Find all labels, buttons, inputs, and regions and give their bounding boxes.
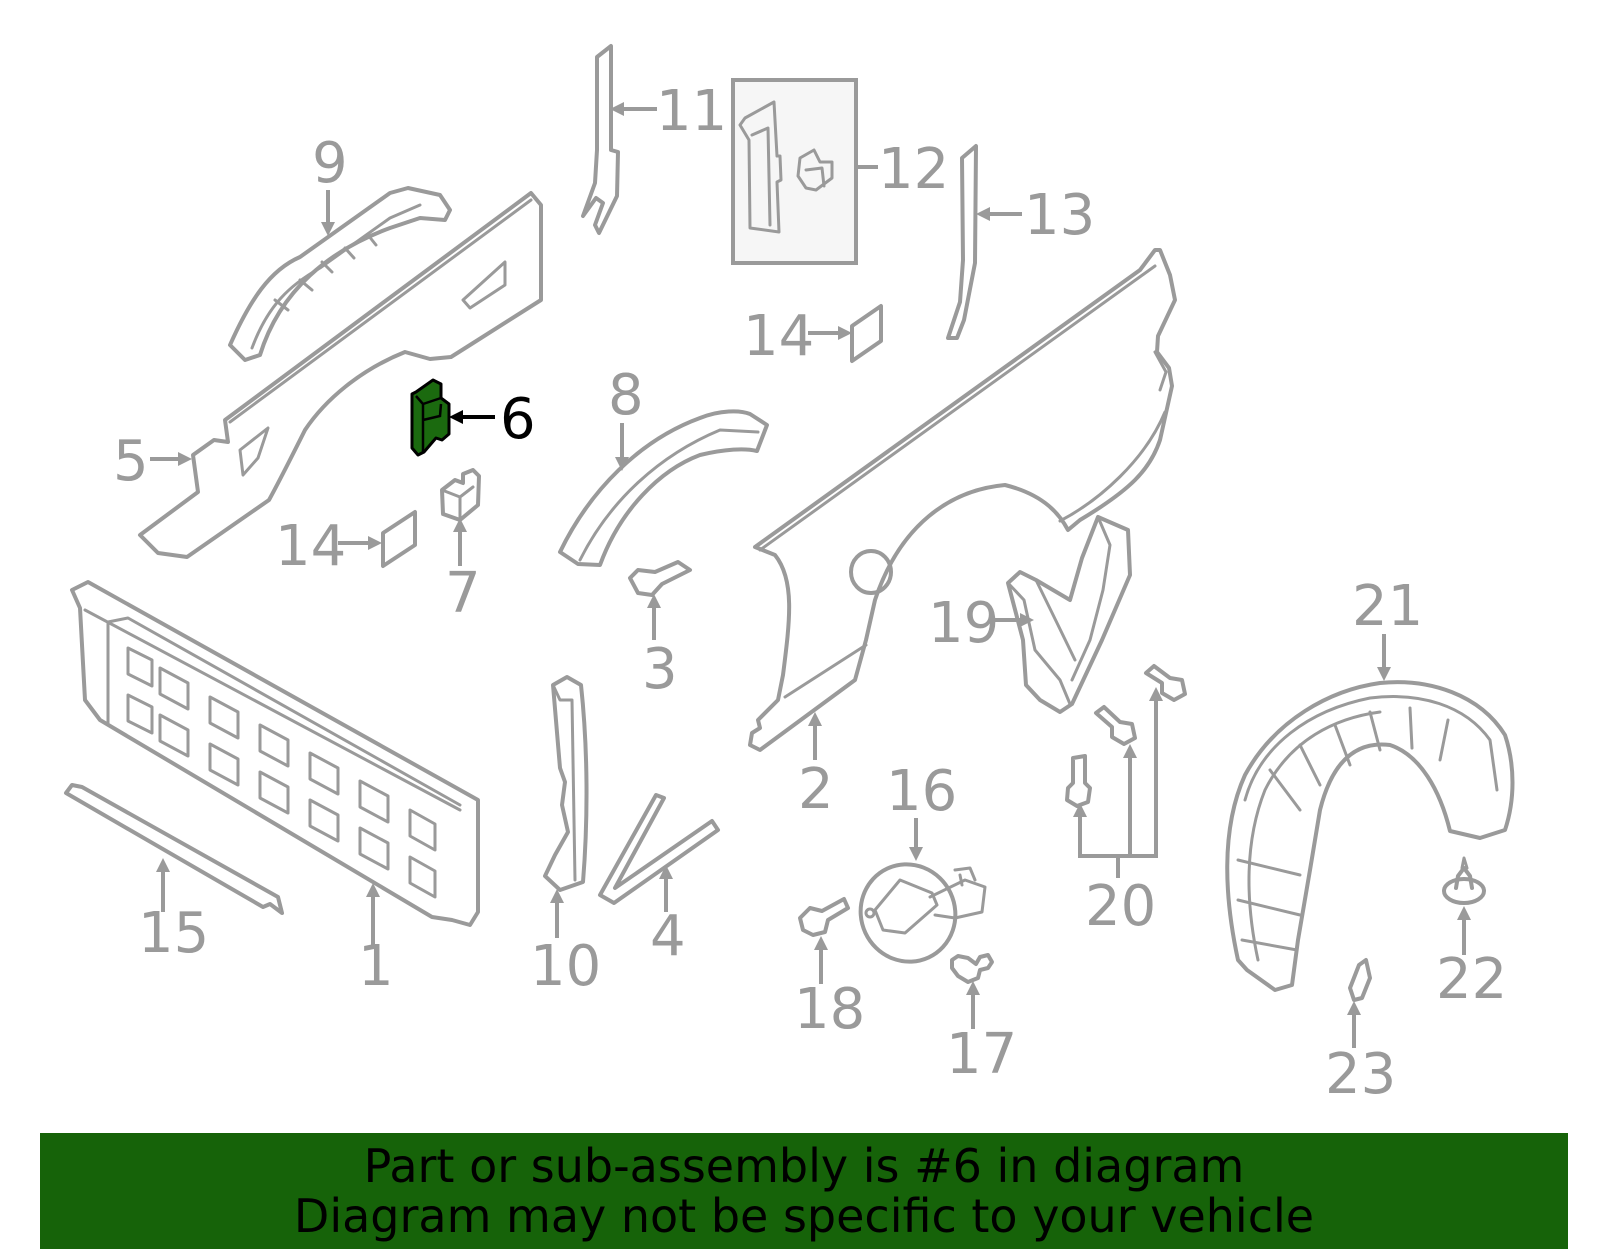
- callout-16[interactable]: 16: [886, 759, 957, 824]
- part-6-highlighted[interactable]: [410, 378, 451, 457]
- part-20-bolt-b[interactable]: [1094, 705, 1137, 746]
- callout-19[interactable]: 19: [928, 591, 999, 656]
- callout-9[interactable]: 9: [312, 131, 348, 196]
- callout-15[interactable]: 15: [138, 901, 209, 966]
- callout-8[interactable]: 8: [608, 363, 644, 428]
- callout-18[interactable]: 18: [794, 977, 865, 1042]
- part-9[interactable]: [228, 186, 452, 362]
- part-12-subassembly-box: [731, 78, 858, 265]
- callout-12[interactable]: 12: [878, 137, 949, 202]
- callout-14-upper[interactable]: 14: [743, 304, 814, 369]
- part-1[interactable]: [70, 580, 480, 927]
- part-17[interactable]: [950, 953, 994, 984]
- part-19[interactable]: [1006, 515, 1132, 714]
- part-15[interactable]: [64, 783, 284, 915]
- callout-7[interactable]: 7: [445, 561, 481, 626]
- callout-21[interactable]: 21: [1352, 574, 1423, 639]
- part-8[interactable]: [558, 409, 769, 567]
- banner-line-2: Diagram may not be specific to your vehi…: [293, 1189, 1315, 1243]
- callout-22[interactable]: 22: [1436, 947, 1507, 1012]
- part-4[interactable]: [598, 793, 720, 905]
- info-banner: Part or sub-assembly is #6 in diagram Di…: [40, 1133, 1568, 1249]
- part-10[interactable]: [543, 675, 589, 892]
- callout-1[interactable]: 1: [358, 934, 394, 999]
- part-20-bolt-c[interactable]: [1144, 664, 1187, 702]
- callout-23[interactable]: 23: [1325, 1042, 1396, 1107]
- part-14-pad-lower[interactable]: [381, 510, 417, 568]
- callout-5[interactable]: 5: [113, 429, 149, 494]
- callout-4[interactable]: 4: [650, 904, 686, 969]
- part-20-bolt-a[interactable]: [1065, 754, 1092, 808]
- part-11[interactable]: [581, 44, 620, 235]
- part-18[interactable]: [798, 897, 850, 937]
- part-13[interactable]: [946, 144, 978, 340]
- part-14-pad-upper[interactable]: [850, 304, 883, 363]
- banner-line-1: Part or sub-assembly is #6 in diagram: [363, 1139, 1245, 1193]
- callout-11[interactable]: 11: [656, 79, 727, 144]
- callout-3[interactable]: 3: [642, 637, 678, 702]
- leaders: [150, 102, 1471, 1048]
- part-5[interactable]: [138, 191, 543, 559]
- part-2[interactable]: [748, 248, 1177, 752]
- part-16[interactable]: [845, 849, 987, 978]
- part-7[interactable]: [440, 468, 481, 522]
- part-21[interactable]: [1225, 680, 1515, 992]
- callout-2[interactable]: 2: [798, 757, 834, 822]
- part-23[interactable]: [1348, 958, 1372, 1002]
- callout-20[interactable]: 20: [1085, 874, 1156, 939]
- callout-10[interactable]: 10: [530, 934, 601, 999]
- part-3[interactable]: [628, 560, 692, 597]
- callout-14-lower[interactable]: 14: [275, 514, 346, 579]
- callout-6-highlighted[interactable]: 6: [500, 387, 536, 452]
- callout-17[interactable]: 17: [946, 1022, 1017, 1087]
- callout-numbers: 11 12 13 9 14 6 5 8 7 14 3 19 2 21 20 16…: [113, 79, 1507, 1107]
- callout-13[interactable]: 13: [1024, 183, 1095, 248]
- part-22[interactable]: [1442, 856, 1486, 905]
